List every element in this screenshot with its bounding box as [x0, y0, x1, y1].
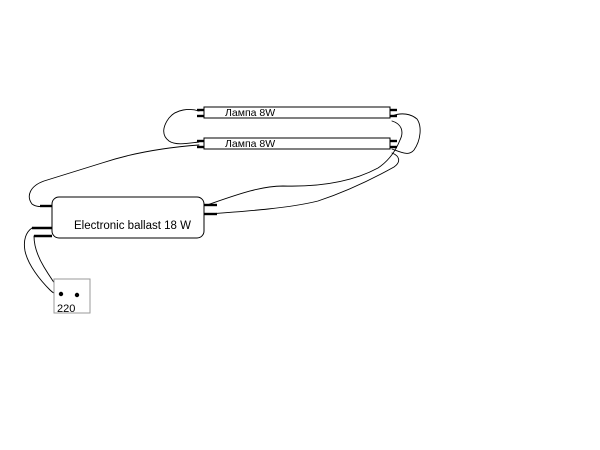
ballast-body	[51, 196, 205, 239]
lamp-2: Лампа 8W	[197, 137, 397, 150]
wire-lamp2-right-to-ballast	[206, 152, 400, 215]
ballast: Electronic ballast 18 W	[32, 196, 217, 239]
wires	[23, 109, 421, 299]
lamp-1: Лампа 8W	[197, 106, 397, 119]
supply-terminal-left	[58, 291, 64, 297]
supply-terminal: 220	[53, 278, 91, 315]
ballast-label: Electronic ballast 18 W	[74, 220, 191, 232]
lamp-2-label: Лампа 8W	[225, 138, 275, 150]
lamp-2-tube	[203, 137, 391, 150]
wire-lamp1-left-to-lamp2-left	[163, 109, 200, 145]
supply-box	[53, 278, 91, 314]
wire-lamp1-right-to-lamp2-right	[391, 113, 421, 154]
wire-lamp1-right-to-ballast	[206, 120, 403, 206]
supply-label: 220	[57, 303, 75, 315]
wire-lamp2-left-to-ballast	[28, 144, 200, 208]
lamp-1-label: Лампа 8W	[225, 107, 275, 119]
supply-terminal-right	[74, 292, 80, 298]
lamp-1-tube	[203, 106, 391, 119]
